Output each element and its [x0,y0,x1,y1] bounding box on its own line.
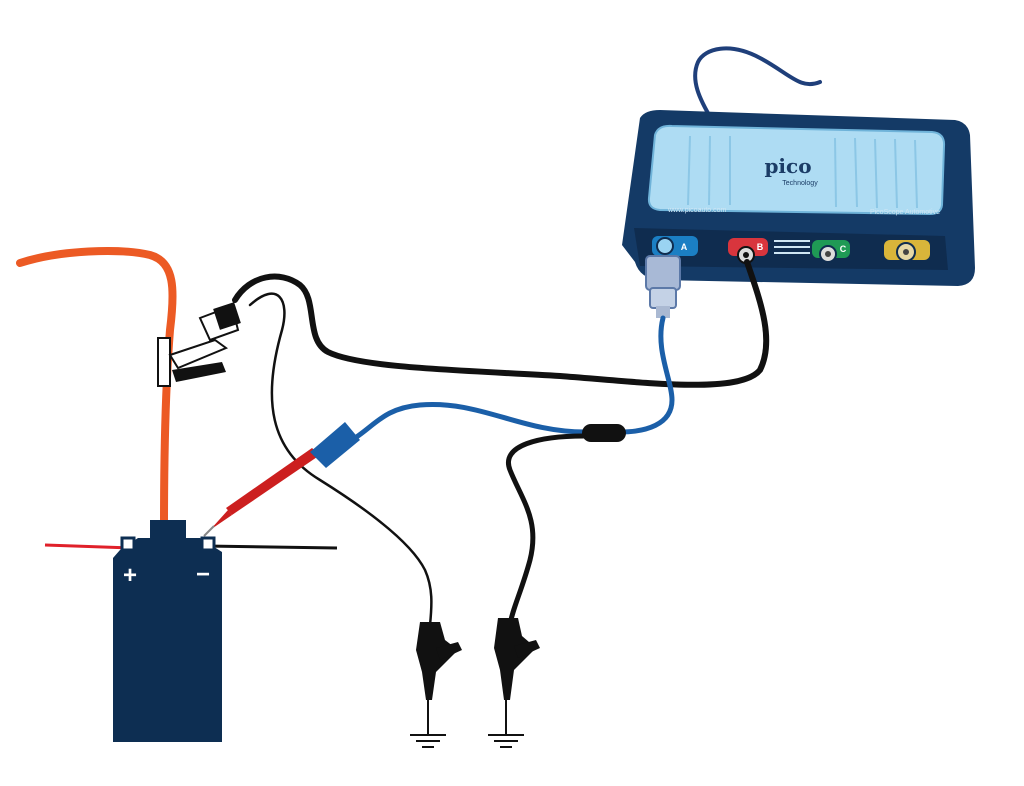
coil-top-tower [150,520,186,538]
black-wire-negative [204,544,338,550]
channel-b-black-cable [232,259,770,388]
scope-sub-brand: Technology [782,180,818,187]
blue-probe-cable [352,401,588,441]
scope-brand-logo: pico [764,154,811,178]
negative-terminal [200,536,216,552]
scope-top-panel [647,124,946,216]
orange-ht-lead [16,247,177,529]
negative-symbol: − [196,561,210,588]
bnc-plug [645,255,681,318]
ground-clip-right [494,618,540,735]
picoscope-device: pico Technology www.picoauto.com PicoSco… [622,110,975,286]
ground-clip-left [416,622,462,735]
channel-c-label: C [840,244,847,254]
ignition-coil: + − [113,520,222,742]
red-test-probe [203,422,360,537]
ground-lead-left [248,292,433,627]
channel-d-connector [884,240,930,262]
scope-marking-panel [774,240,810,254]
scope-website: www.picoauto.com [667,207,727,214]
red-wire-positive [44,543,133,550]
channel-b-label: B [757,242,764,252]
cable-splitter [582,424,626,442]
coil-body [113,538,222,742]
usb-cable [693,46,822,122]
channel-a-label: A [681,242,688,252]
ground-symbol-right [488,734,524,748]
scope-front-panel [634,228,948,270]
channel-c-connector: C [812,240,850,263]
positive-terminal [120,536,136,552]
ground-symbol-left [410,734,446,748]
positive-symbol: + [123,562,137,589]
ground-lead-right [505,433,587,628]
inductive-clamp [157,302,241,387]
channel-b-connector: B [728,238,768,264]
blue-scope-cable [617,315,675,435]
scope-model-label: PicoScope Automotive [870,209,940,216]
scope-top-ribs [687,135,918,209]
channel-a-connector: A [652,236,698,256]
